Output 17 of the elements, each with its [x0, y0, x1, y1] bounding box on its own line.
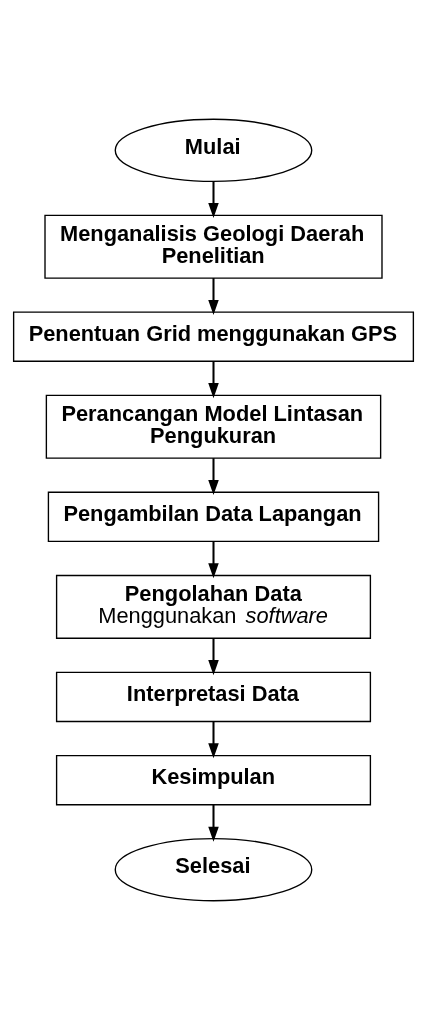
node-ellipse: Mulai	[114, 118, 313, 182]
node-ellipse: Selesai	[114, 837, 313, 901]
arrow	[208, 277, 219, 315]
arrow	[208, 457, 219, 495]
node-box: Interpretasi Data	[55, 671, 372, 722]
arrow	[208, 721, 219, 758]
arrow	[208, 361, 219, 398]
node-box: Penentuan Grid menggunakan GPS	[12, 311, 415, 362]
arrow	[208, 637, 219, 675]
node-box: Pengolahan Data Menggunakan software	[55, 574, 372, 639]
arrow	[208, 541, 219, 578]
node-box: Pengambilan Data Lapangan	[47, 491, 380, 542]
node-box: Perancangan Model Lintasan Pengukuran	[45, 394, 382, 459]
node-box: Kesimpulan	[55, 754, 372, 805]
arrow	[208, 180, 219, 218]
node-box: Menganalisis Geologi Daerah Penelitian	[44, 214, 383, 279]
arrow	[208, 804, 219, 842]
